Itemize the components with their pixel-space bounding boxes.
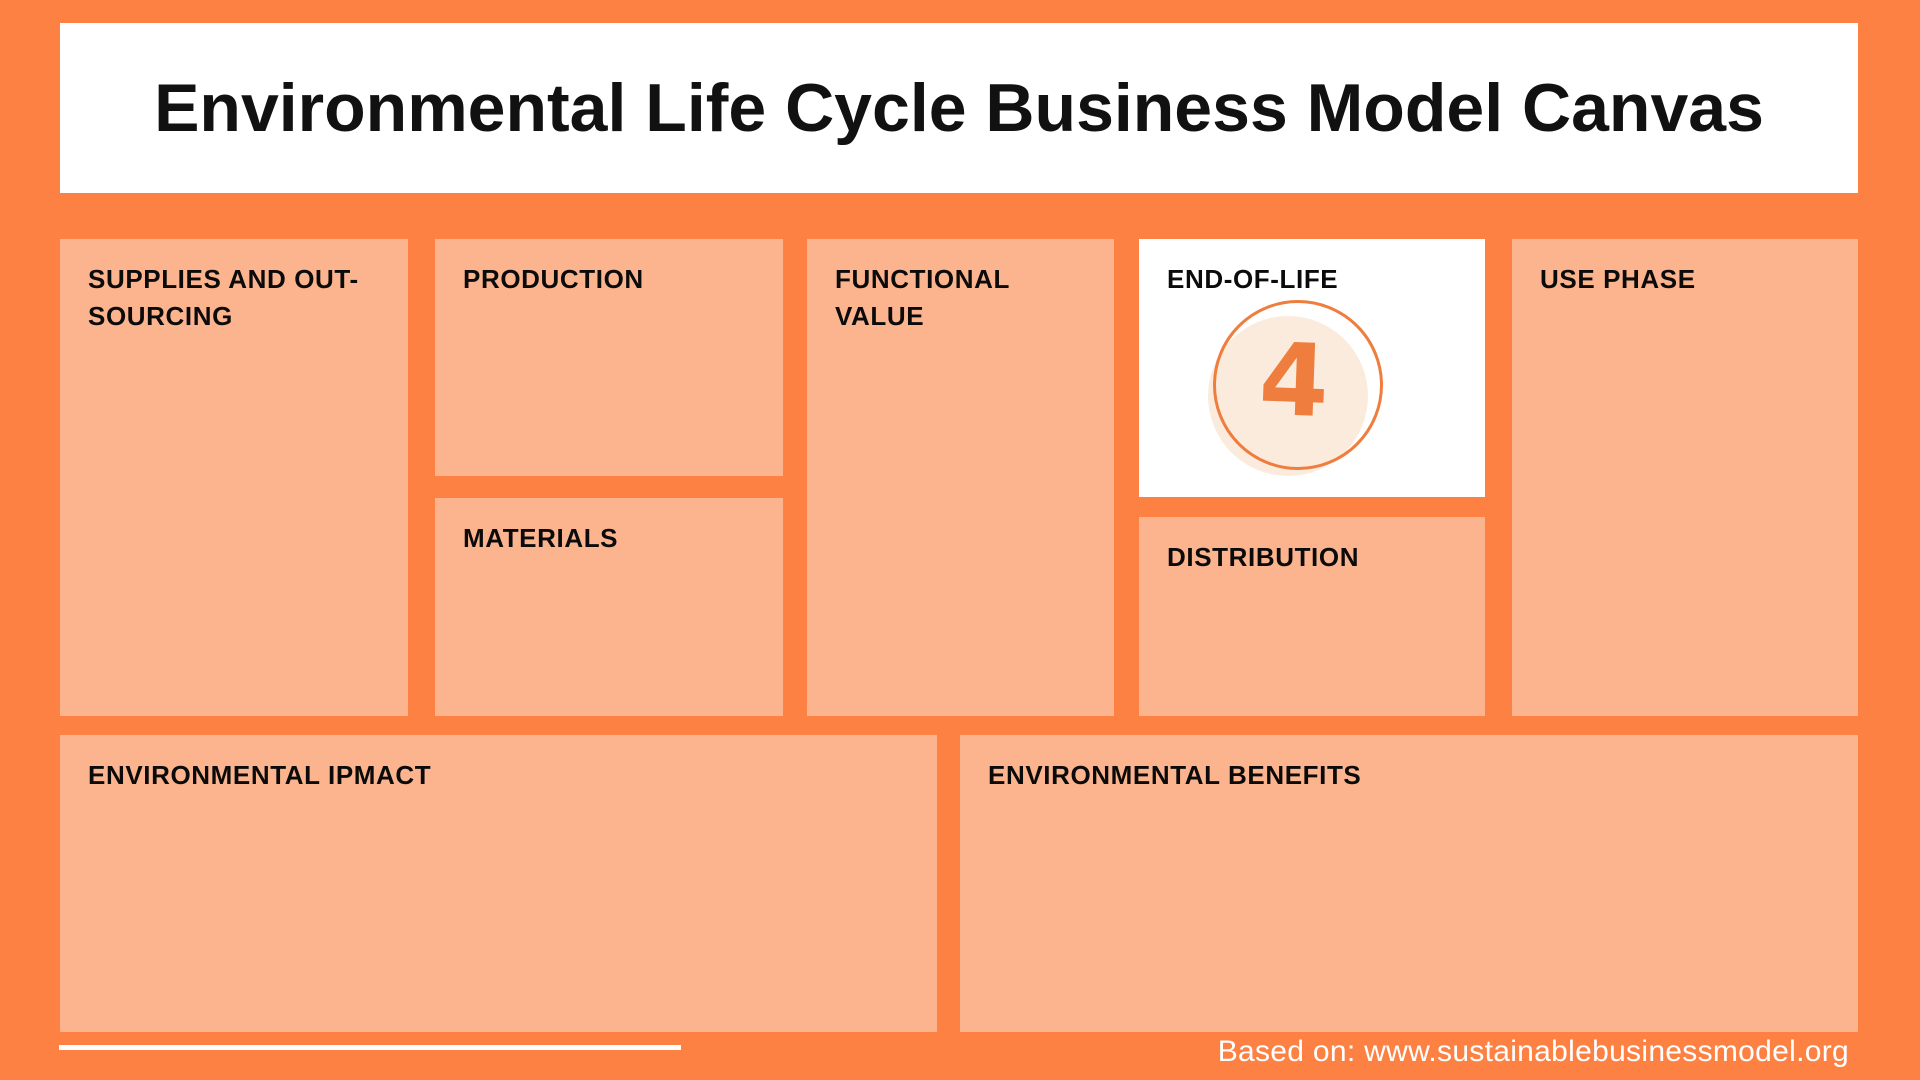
panel-label: END-OF-LIFE [1167,264,1339,294]
panel-end-of-life-highlighted: END-OF-LIFE 4 [1139,239,1485,497]
footer-divider-line [59,1045,681,1050]
panel-distribution: DISTRIBUTION [1139,517,1485,716]
panel-label: USE PHASE [1540,264,1696,294]
panel-label: SUPPLIES AND OUT-SOURCING [88,264,359,331]
panel-label: DISTRIBUTION [1167,542,1360,572]
panel-label: PRODUCTION [463,264,644,294]
panel-environmental-impact: ENVIRONMENTAL IPMACT [60,735,937,1032]
attribution-text: Based on: www.sustainablebusinessmodel.o… [1217,1035,1849,1068]
panel-label: FUNCTIONAL VALUE [835,264,1010,331]
panel-production: PRODUCTION [435,239,783,476]
panel-label: ENVIRONMENTAL IPMACT [88,760,432,790]
step-circle-outline [1213,300,1383,470]
panel-label: MATERIALS [463,523,619,553]
panel-supplies-and-out-sourcing: SUPPLIES AND OUT-SOURCING [60,239,408,716]
panel-environmental-benefits: ENVIRONMENTAL BENEFITS [960,735,1858,1032]
panel-functional-value: FUNCTIONAL VALUE [807,239,1114,716]
panel-label: ENVIRONMENTAL BENEFITS [988,760,1362,790]
panel-use-phase: USE PHASE [1512,239,1858,716]
panel-materials: MATERIALS [435,498,783,716]
title-bar: Environmental Life Cycle Business Model … [60,23,1858,193]
page-title: Environmental Life Cycle Business Model … [154,70,1764,146]
step-number: 4 [1257,320,1331,441]
